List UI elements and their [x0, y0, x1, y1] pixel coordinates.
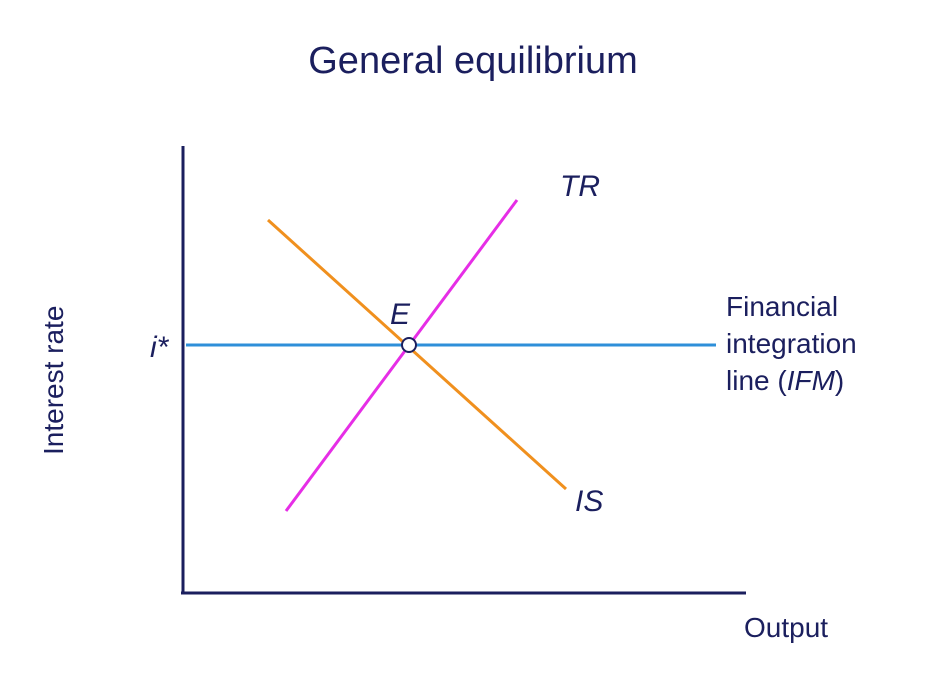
ifm-label-abbr: IFM [786, 365, 835, 396]
ifm-label-line2: integration [726, 328, 857, 359]
ifm-label-line3: line (IFM) [726, 365, 845, 396]
ifm-label-line1: Financial [726, 291, 839, 322]
x-axis-label: Output [744, 612, 829, 643]
equilibrium-label: E [390, 298, 411, 331]
diagram-title: General equilibrium [308, 40, 638, 82]
ifm-label: Financial integration line (IFM) [726, 288, 857, 399]
is-label: IS [575, 485, 604, 518]
tr-curve [284, 199, 519, 512]
ifm-label-line3-prefix: line [726, 365, 770, 396]
y-axis-label: Interest rate [38, 305, 69, 455]
is-curve [266, 218, 568, 491]
rate-tick-label: i* [150, 331, 169, 364]
tr-label: TR [560, 170, 600, 203]
equilibrium-point [401, 337, 417, 353]
